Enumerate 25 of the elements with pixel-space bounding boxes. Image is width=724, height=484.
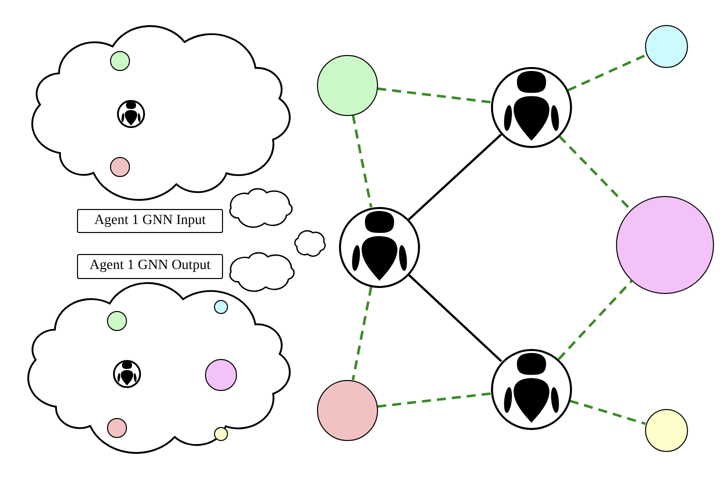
- link-line: [408, 134, 502, 220]
- circle-node: [644, 24, 688, 68]
- dot-icon: [214, 427, 228, 441]
- dashed-link-line: [558, 135, 632, 211]
- thought-cloud: [27, 282, 291, 454]
- robot-icon: [490, 348, 572, 430]
- agent-label: Agent 1 GNN Input: [77, 209, 223, 233]
- robot-icon: [113, 360, 141, 388]
- robot-icon: [117, 100, 145, 128]
- dashed-link-line: [377, 87, 491, 104]
- dashed-link-line: [558, 280, 633, 360]
- thought-cloud: [31, 25, 291, 201]
- thought-bubble: [294, 230, 326, 256]
- link-line: [408, 274, 502, 362]
- circle-node: [644, 408, 688, 452]
- robot-icon: [338, 206, 420, 288]
- dashed-link-line: [352, 286, 372, 380]
- thought-bubble: [229, 252, 295, 292]
- dashed-link-line: [569, 400, 646, 425]
- dashed-link-line: [567, 54, 647, 92]
- agent-label: Agent 1 GNN Output: [77, 254, 223, 278]
- robot-icon: [490, 66, 572, 148]
- thought-bubble: [229, 188, 293, 228]
- dashed-link-line: [352, 114, 372, 208]
- dashed-link-line: [377, 392, 491, 408]
